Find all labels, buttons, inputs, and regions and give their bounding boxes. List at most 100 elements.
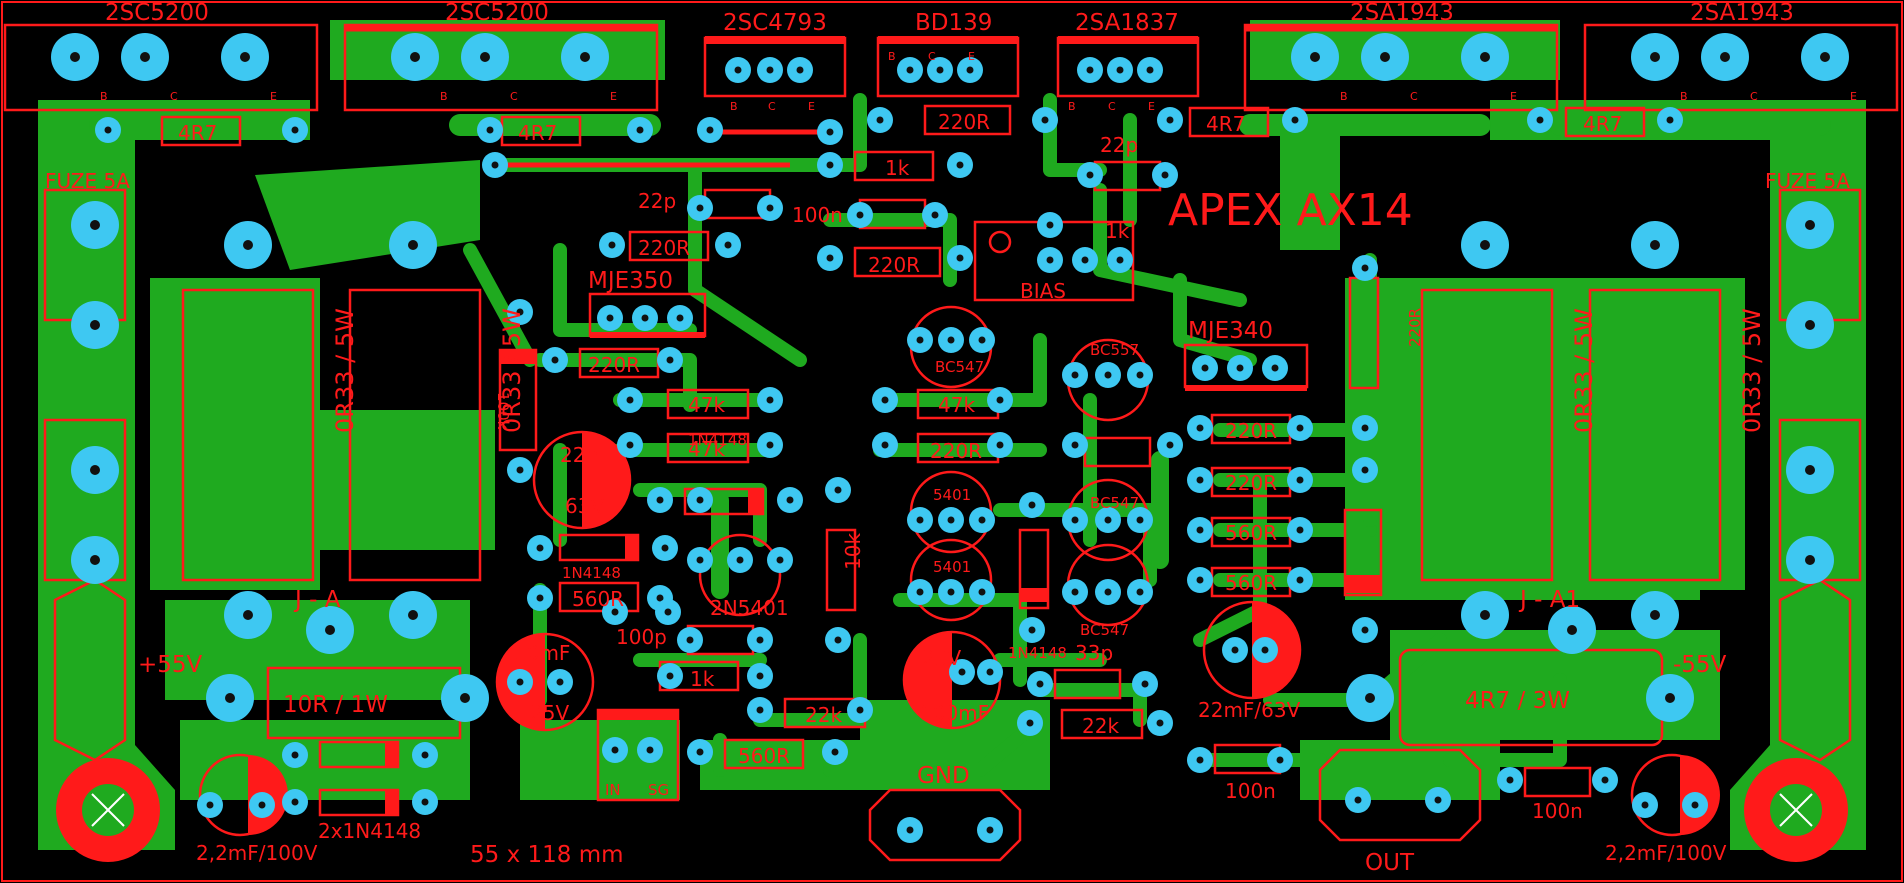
label-c-22p-a: 22p xyxy=(638,189,676,213)
pad-hole xyxy=(90,555,100,565)
label-t6: 2SA1943 xyxy=(1350,0,1454,26)
label-c-22mf-a: 22mF xyxy=(560,443,616,467)
label-emitter-0r33-a: 0R33 / 5W xyxy=(331,308,359,433)
pin-letter: B xyxy=(440,90,448,103)
label-t2: 2SC5200 xyxy=(445,0,549,26)
pin-letter: E xyxy=(1510,90,1517,103)
pad-hole xyxy=(410,52,420,62)
pad-hole xyxy=(756,706,764,714)
pad-hole xyxy=(491,161,499,169)
pin-letter: B xyxy=(730,100,738,113)
pin-letter: E xyxy=(1850,90,1857,103)
label-c-22p-b: 22p xyxy=(1100,133,1138,157)
label-r-220r-e: 220R xyxy=(930,439,982,463)
label-t4: BD139 xyxy=(915,10,992,36)
pad-hole xyxy=(1361,264,1369,272)
to247-2sa1943-right xyxy=(1583,23,1899,112)
pad-hole xyxy=(696,496,704,504)
pad-hole xyxy=(834,486,842,494)
out-lug-outline xyxy=(1318,748,1482,842)
pad-hole xyxy=(1805,555,1815,565)
pad-hole xyxy=(611,608,619,616)
pad-hole xyxy=(1231,646,1239,654)
pin-letter: E xyxy=(610,90,617,103)
pad-hole xyxy=(856,706,864,714)
pad-hole xyxy=(258,801,266,809)
pad-hole xyxy=(766,441,774,449)
label-c-10mf-b: 25V xyxy=(530,701,569,725)
pad-hole xyxy=(516,678,524,686)
pad-hole xyxy=(996,396,1004,404)
pad-hole xyxy=(776,556,784,564)
silkscreen-text: 2SC5200 2SC5200 2SC4793 BD139 2SA1837 2S… xyxy=(45,0,1850,876)
pad-hole xyxy=(1296,476,1304,484)
pad-hole xyxy=(766,66,774,74)
pad-hole xyxy=(826,161,834,169)
pad-hole xyxy=(916,336,924,344)
label-mje340: MJE340 xyxy=(1188,318,1273,344)
pad-hole xyxy=(876,116,884,124)
pad-hole xyxy=(486,126,494,134)
pad-hole xyxy=(1116,256,1124,264)
pad-hole xyxy=(826,254,834,262)
pad-hole xyxy=(1104,588,1112,596)
pad-hole xyxy=(1104,516,1112,524)
pin-letter: B xyxy=(1340,90,1348,103)
pad-hole xyxy=(936,66,944,74)
label-c-10mf-a: 10mF xyxy=(514,641,570,665)
label-r-560r-c: 560R xyxy=(1225,521,1277,545)
label-c-100mf-b: 100mF xyxy=(920,701,989,725)
pad-hole xyxy=(1361,424,1369,432)
pad-hole xyxy=(1086,66,1094,74)
pads xyxy=(51,33,1849,843)
pad-hole xyxy=(1506,776,1514,784)
pad-hole xyxy=(1104,371,1112,379)
pad-hole xyxy=(291,798,299,806)
pad-hole xyxy=(696,748,704,756)
pad-hole xyxy=(636,126,644,134)
pin-letter: C xyxy=(1108,100,1116,113)
pad-hole xyxy=(580,52,590,62)
label-bc547-b: BC547 xyxy=(1090,494,1139,512)
label-r-47k-c: 47k xyxy=(938,393,975,417)
pad-hole xyxy=(611,746,619,754)
label-t1: 2SC5200 xyxy=(105,0,209,26)
pad-hole xyxy=(1720,52,1730,62)
pad-hole xyxy=(834,636,842,644)
pad-hole xyxy=(1291,116,1299,124)
pin-letter: C xyxy=(1410,90,1418,103)
label-r-560r-d: 560R xyxy=(1225,571,1277,595)
label-d-1n4148-b: 1N4148 xyxy=(562,564,621,582)
pad-hole xyxy=(986,826,994,834)
pad-hole xyxy=(626,396,634,404)
emitter-resistor-2-outline xyxy=(348,288,482,582)
pad-hole xyxy=(1141,680,1149,688)
label-r-220r-a: 220R xyxy=(938,110,990,134)
label-bc557: BC557 xyxy=(1090,341,1139,359)
pad-hole xyxy=(986,668,994,676)
pad-hole xyxy=(1536,116,1544,124)
pin-letter: E xyxy=(270,90,277,103)
pad-hole xyxy=(1071,516,1079,524)
pad-hole xyxy=(1071,441,1079,449)
label-r-1k-c: 1k xyxy=(690,667,715,691)
pad-hole xyxy=(551,356,559,364)
pad-hole xyxy=(956,161,964,169)
label-mje350: MJE350 xyxy=(588,268,673,294)
pad-hole xyxy=(516,466,524,474)
label-r-220r-b: 220R xyxy=(868,253,920,277)
mounting-holes xyxy=(56,758,1848,862)
label-fuse-right: FUZE 5A xyxy=(1765,169,1850,193)
label-r-560r-a: 560R xyxy=(572,587,624,611)
pad-hole xyxy=(756,636,764,644)
pin-letter: E xyxy=(808,100,815,113)
label-c-100n-c: 100n xyxy=(1532,799,1583,823)
label-gnd: GND xyxy=(917,763,970,789)
label-out: OUT xyxy=(1365,850,1415,876)
pad-hole xyxy=(408,610,418,620)
pad-hole xyxy=(686,636,694,644)
label-r-220r-g: 220R xyxy=(1225,471,1277,495)
label-d-1n4148-a: 1N4148 xyxy=(688,431,747,449)
label-j-a: J - A xyxy=(293,587,341,613)
pad-hole xyxy=(421,751,429,759)
